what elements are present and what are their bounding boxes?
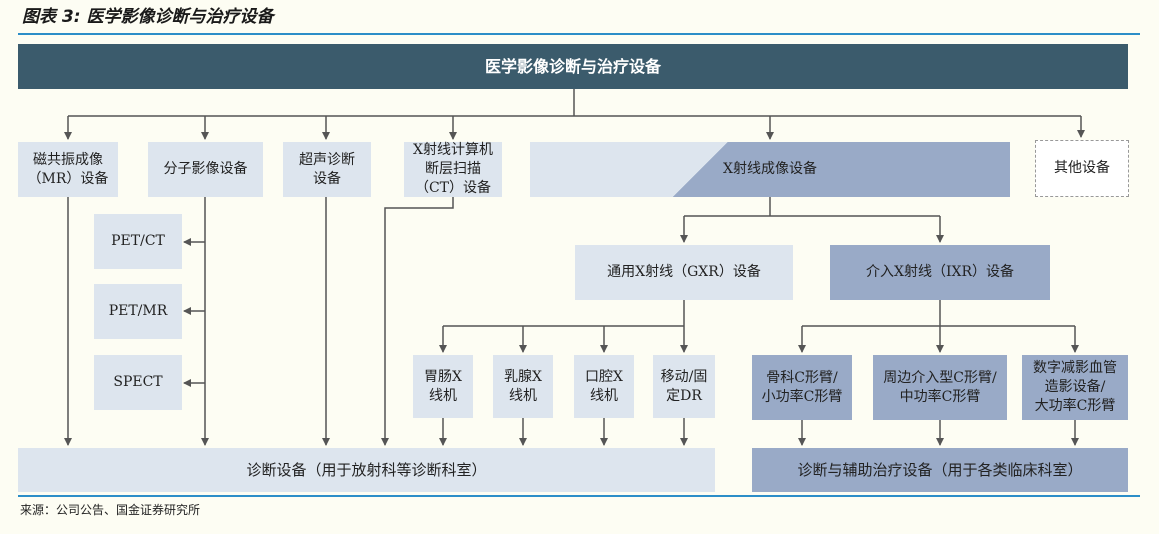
oral-xray-node: 口腔X 线机 [574, 355, 634, 418]
ixr-node: 介入X射线（IXR）设备 [830, 245, 1050, 300]
breast-xray-node: 乳腺X 线机 [493, 355, 553, 418]
root-node: 医学影像诊断与治疗设备 [18, 44, 1128, 89]
source-note: 来源：公司公告、国金证券研究所 [20, 503, 201, 517]
ultrasound-node: 超声诊断 设备 [283, 142, 371, 197]
peri-c-arm-node: 周边介入型C形臂/ 中功率C形臂 [873, 355, 1007, 420]
treatment-devices-node: 诊断与辅助治疗设备（用于各类临床科室） [752, 448, 1128, 492]
figure-title: 图表 3: 医学影像诊断与治疗设备 [22, 7, 274, 27]
top-rule [18, 33, 1140, 35]
mr-node: 磁共振成像 （MR）设备 [18, 142, 118, 197]
mobile-dr-node: 移动/固 定DR [653, 355, 715, 418]
ct-node: X射线计算机 断层扫描 （CT）设备 [404, 142, 502, 197]
xray-node: X射线成像设备 [530, 142, 1010, 197]
pet-mr-node: PET/MR [94, 284, 182, 339]
bottom-rule [18, 495, 1140, 497]
ct-to-diag [381, 197, 454, 446]
gxr-node: 通用X射线（GXR）设备 [575, 245, 793, 300]
spect-node: SPECT [94, 355, 182, 410]
ortho-c-arm-node: 骨科C形臂/ 小功率C形臂 [752, 355, 852, 420]
gi-xray-node: 胃肠X 线机 [413, 355, 473, 418]
diagnosis-devices-node: 诊断设备（用于放射科等诊断科室） [18, 448, 715, 492]
dsa-node: 数字减影血管 造影设备/ 大功率C形臂 [1022, 355, 1128, 420]
pet-ct-node: PET/CT [94, 214, 182, 269]
molecular-node: 分子影像设备 [148, 142, 263, 197]
other-node: 其他设备 [1035, 140, 1129, 197]
